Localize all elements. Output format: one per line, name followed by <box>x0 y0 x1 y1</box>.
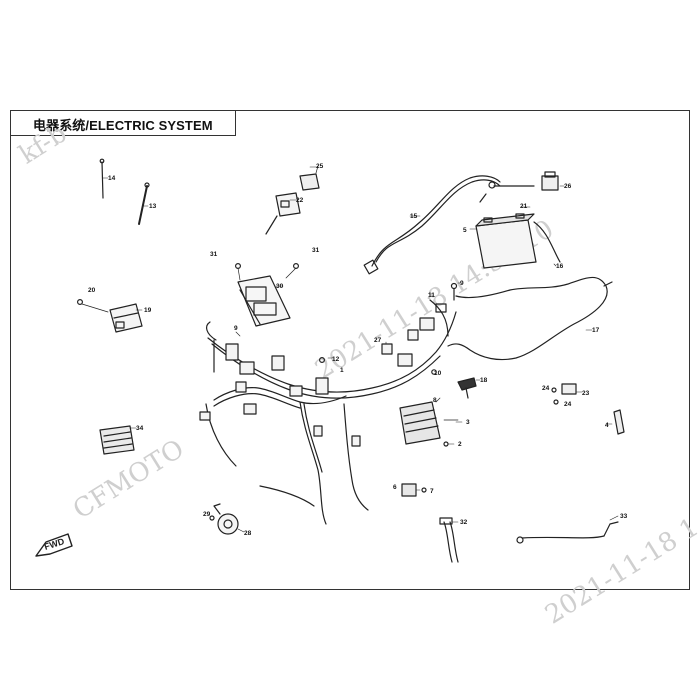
callout-22: 22 <box>296 197 304 204</box>
callout-30: 30 <box>276 283 284 290</box>
callout-32: 32 <box>460 519 468 526</box>
callout-15: 15 <box>410 213 418 220</box>
callout-26: 26 <box>564 183 572 190</box>
part-bolt-12 <box>319 357 326 364</box>
callout-23: 23 <box>582 390 590 397</box>
fwd-arrow-icon <box>35 533 73 557</box>
callout-17: 17 <box>592 327 600 334</box>
callout-9-upper: 9 <box>460 280 464 287</box>
callout-24-a: 24 <box>542 385 550 392</box>
part-label-25 <box>299 165 320 191</box>
part-relay-22 <box>265 192 301 235</box>
callout-24-b: 24 <box>564 401 572 408</box>
part-cable-tie-13 <box>138 182 150 225</box>
callout-18: 18 <box>480 377 488 384</box>
part-battery-cable-15 <box>363 175 501 275</box>
part-regulator-34 <box>99 425 135 455</box>
part-horn-28 <box>209 503 239 535</box>
callout-10: 10 <box>434 370 442 377</box>
part-tube-32 <box>439 517 459 563</box>
part-cable-tie-14 <box>99 158 105 199</box>
part-battery-5 <box>475 213 537 269</box>
callout-19: 19 <box>144 307 152 314</box>
callout-12: 12 <box>332 356 340 363</box>
callout-31-left: 31 <box>210 251 218 258</box>
callout-11: 11 <box>428 292 435 299</box>
part-cable-16 <box>479 193 561 263</box>
title-box <box>10 110 236 136</box>
callout-16: 16 <box>556 263 564 270</box>
callout-9-lower: 9 <box>234 325 238 332</box>
callout-14: 14 <box>108 175 116 182</box>
part-ground-cable-33 <box>516 521 619 544</box>
part-sensor-18 <box>457 377 477 399</box>
callout-1: 1 <box>340 367 344 374</box>
callout-5: 5 <box>463 227 467 234</box>
part-bolt-10 <box>431 369 437 375</box>
callout-27: 27 <box>374 337 382 344</box>
part-starter-relay-26 <box>541 171 559 191</box>
part-sensor-23 <box>551 383 577 405</box>
part-relay-27 <box>381 343 393 355</box>
part-cable-17 <box>447 276 613 361</box>
part-bolt-9-upper <box>450 282 458 301</box>
part-module-19 <box>76 299 143 333</box>
callout-4: 4 <box>605 422 609 429</box>
part-cable-21 <box>488 181 535 189</box>
part-strap-4 <box>613 409 625 435</box>
diagram-title: 电器系统/ELECTRIC SYSTEM <box>33 118 213 133</box>
callout-7: 7 <box>430 488 434 495</box>
callout-31-right: 31 <box>312 247 320 254</box>
callout-21: 21 <box>520 203 528 210</box>
callout-2: 2 <box>458 441 462 448</box>
diagram-frame <box>10 110 690 590</box>
callout-34: 34 <box>136 425 144 432</box>
part-connector-6 <box>401 483 427 497</box>
callout-3: 3 <box>466 419 470 426</box>
part-main-harness-1 <box>199 299 457 525</box>
callout-33: 33 <box>620 513 628 520</box>
callout-20: 20 <box>88 287 96 294</box>
part-ecu-30 <box>235 263 300 327</box>
callout-13: 13 <box>149 203 157 210</box>
part-rectifier-8 <box>399 401 459 447</box>
callout-25: 25 <box>316 163 324 170</box>
callout-8: 8 <box>433 397 437 404</box>
callout-28: 28 <box>244 530 252 537</box>
callout-29: 29 <box>203 511 211 518</box>
callout-6: 6 <box>393 484 397 491</box>
